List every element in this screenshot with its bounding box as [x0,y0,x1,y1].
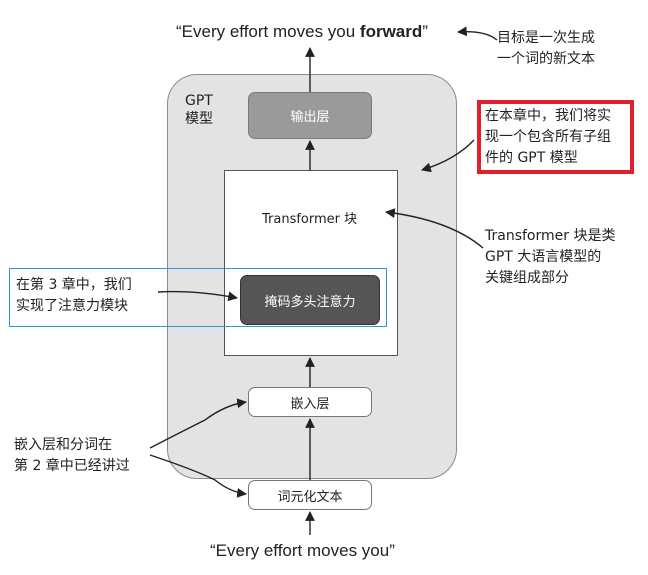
curve-transformer-note [385,208,484,249]
chapter2-note: 嵌入层和分词在 第 2 章中已经讲过 [14,437,130,474]
curve-chapter2-to-embed [149,398,247,449]
transformer-block-label: Transformer 块 [262,212,358,227]
embedding-layer-box: 嵌入层 [248,387,372,417]
transformer-block-box [224,170,398,356]
input-text: “Every effort moves you” [210,541,395,560]
chapter3-note: 在第 3 章中，我们 实现了注意力模块 [16,277,132,314]
chapter-implementation-note: 在本章中，我们将实 现一个包含所有子组 件的 GPT 模型 [485,108,611,166]
curve-chapter-note [421,139,475,173]
gpt-model-label: GPT 模型 [185,93,213,127]
masked-attention-box: 掩码多头注意力 [240,275,380,325]
output-layer-box: 输出层 [248,92,372,139]
curve-goal-note [457,26,498,41]
tokenized-text-box: 词元化文本 [248,480,372,510]
goal-note: 目标是一次生成 一个词的新文本 [497,30,595,67]
curve-chapter2-to-tokens [149,454,247,498]
chapter3-highlight-blue-box [9,268,387,327]
transformer-key-note: Transformer 块是类 GPT 大语言模型的 关键组成部分 [485,228,616,286]
output-text: “Every effort moves you forward” [176,22,428,41]
curve-chapter3-note [157,290,238,302]
chapter-highlight-red-box [477,100,634,174]
